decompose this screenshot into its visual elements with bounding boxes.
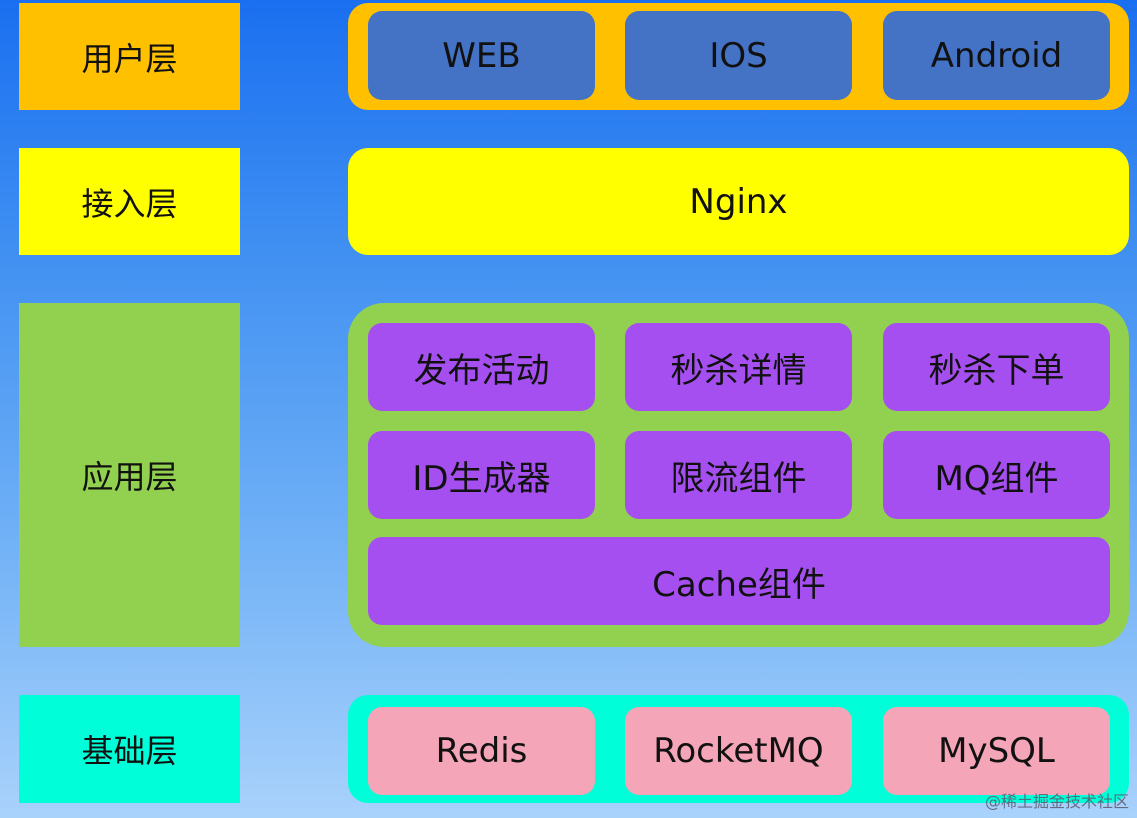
base-layer-panel: Redis RocketMQ MySQL — [348, 695, 1129, 803]
component-android: Android — [883, 11, 1110, 100]
component-id-generator: ID生成器 — [368, 431, 595, 519]
component-nginx: Nginx — [689, 181, 788, 222]
watermark: @稀土掘金技术社区 — [984, 792, 1129, 811]
component-seckill-detail: 秒杀详情 — [625, 323, 852, 411]
access-layer-panel: Nginx — [348, 148, 1129, 255]
component-ios: IOS — [625, 11, 852, 100]
component-mq: MQ组件 — [883, 431, 1110, 519]
component-redis: Redis — [368, 707, 595, 795]
component-rocketmq: RocketMQ — [625, 707, 852, 795]
application-layer-panel: 发布活动 秒杀详情 秒杀下单 ID生成器 限流组件 MQ组件 Cache组件 — [348, 303, 1129, 647]
component-mysql: MySQL — [883, 707, 1110, 795]
layer-label-access: 接入层 — [19, 148, 240, 255]
component-cache: Cache组件 — [368, 537, 1110, 625]
user-layer-panel: WEB IOS Android — [348, 3, 1129, 110]
layer-label-application: 应用层 — [19, 303, 240, 647]
component-rate-limiter: 限流组件 — [625, 431, 852, 519]
component-publish-activity: 发布活动 — [368, 323, 595, 411]
component-seckill-order: 秒杀下单 — [883, 323, 1110, 411]
layer-label-user: 用户层 — [19, 3, 240, 110]
component-web: WEB — [368, 11, 595, 100]
layer-label-base: 基础层 — [19, 695, 240, 803]
